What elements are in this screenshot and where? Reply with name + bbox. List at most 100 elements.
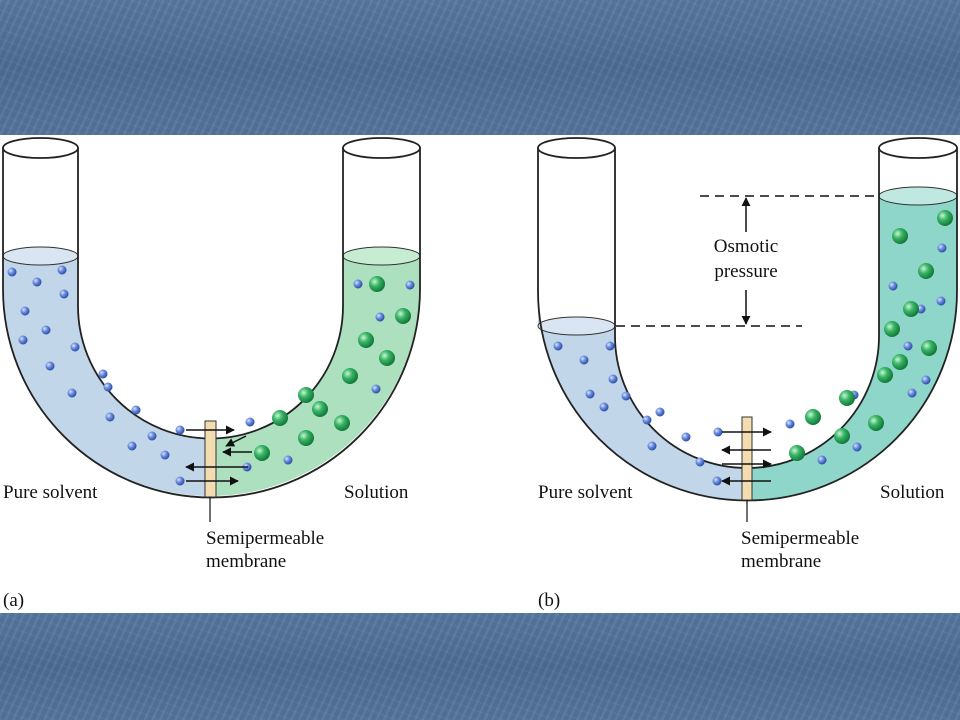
solvent-particle (59, 289, 69, 299)
solvent-particle (245, 417, 255, 427)
pure-solvent-label-b: Pure solvent (538, 482, 633, 503)
solvent-particle (621, 391, 631, 401)
solvent-particle (160, 450, 170, 460)
solvent-particle (713, 427, 723, 437)
membrane-label-b-line1: Semipermeable (741, 528, 859, 549)
osmotic-pressure-label-line2: pressure (714, 261, 777, 282)
solute-particle (369, 276, 385, 292)
solute-particle (892, 228, 908, 244)
solvent-particle (45, 361, 55, 371)
diagram-a: Pure solvent Solution Semipermeable memb… (2, 137, 421, 611)
solvent-particle (785, 419, 795, 429)
solvent-particle (903, 341, 913, 351)
membrane-b (741, 416, 753, 501)
solute-particle (395, 308, 411, 324)
solute-particles-a (254, 276, 411, 461)
membrane-label-a-line1: Semipermeable (206, 528, 324, 549)
solvent-particle (585, 389, 595, 399)
solvent-particle (105, 412, 115, 422)
solute-particle (298, 387, 314, 403)
solvent-particle (921, 375, 931, 385)
pure-solvent-label-a: Pure solvent (3, 482, 98, 503)
flow-arrows-a (185, 425, 252, 486)
solvent-particle (647, 441, 657, 451)
solvent-particle (936, 296, 946, 306)
top-background-band (0, 0, 960, 135)
solute-particle (805, 409, 821, 425)
solute-particle (892, 354, 908, 370)
solvent-particle (608, 374, 618, 384)
solvent-particle (7, 267, 17, 277)
solvent-surface-b (537, 316, 616, 336)
solvent-particle (70, 342, 80, 352)
solute-particle (358, 332, 374, 348)
membrane-a (204, 420, 217, 498)
solute-particle (868, 415, 884, 431)
solvent-particle (695, 457, 705, 467)
solvent-particles-a (7, 265, 415, 486)
solvent-particle (175, 476, 185, 486)
solute-particle (379, 350, 395, 366)
bottom-background-band (0, 613, 960, 720)
solvent-particle (41, 325, 51, 335)
solvent-particle (553, 341, 563, 351)
solvent-particle (18, 335, 28, 345)
solvent-particle (371, 384, 381, 394)
solute-particle (877, 367, 893, 383)
solute-particle (789, 445, 805, 461)
panel-label-b: (b) (538, 590, 560, 611)
solvent-particle (817, 455, 827, 465)
solvent-particle (681, 432, 691, 442)
solute-particle (937, 210, 953, 226)
solvent-surface-a (2, 246, 79, 266)
solute-particle (298, 430, 314, 446)
solvent-fill-a (3, 256, 210, 496)
solvent-particle (353, 279, 363, 289)
solution-surface-b (878, 186, 958, 206)
solute-particle (342, 368, 358, 384)
membrane-label-b-line2: membrane (741, 551, 821, 572)
solvent-particle (127, 441, 137, 451)
solute-particle (834, 428, 850, 444)
solvent-particle (175, 425, 185, 435)
solution-fill-a (210, 256, 420, 497)
solute-particle (334, 415, 350, 431)
osmotic-pressure-label-line1: Osmotic (714, 236, 778, 257)
solvent-particle (103, 382, 113, 392)
solvent-particle (147, 431, 157, 441)
solvent-particle (131, 405, 141, 415)
solvent-particle (852, 442, 862, 452)
solvent-particle (907, 388, 917, 398)
tube-rim-left-b (537, 137, 616, 159)
diagram-b: Osmotic pressure (537, 137, 958, 611)
flow-arrows-b (721, 427, 772, 486)
solution-label-b: Solution (880, 482, 945, 503)
membrane-label-a-line2: membrane (206, 551, 286, 572)
solvent-fill-b (538, 291, 747, 500)
solvent-particle (20, 306, 30, 316)
solvent-particle (57, 265, 67, 275)
solvent-particle (937, 243, 947, 253)
solvent-particle (579, 355, 589, 365)
solute-particle (921, 340, 937, 356)
solvent-particle (32, 277, 42, 287)
panel-label-a: (a) (3, 590, 24, 611)
solute-particle (272, 410, 288, 426)
solute-particle (254, 445, 270, 461)
solvent-particle (405, 280, 415, 290)
solute-particle (312, 401, 328, 417)
solvent-particle (67, 388, 77, 398)
solute-particle (884, 321, 900, 337)
solute-particles-b (789, 210, 953, 461)
solution-surface-a (342, 246, 421, 266)
solvent-particle (642, 415, 652, 425)
solvent-particle (655, 407, 665, 417)
tube-rim-right-b (878, 137, 958, 159)
solvent-particle (283, 455, 293, 465)
tube-rim-right-a (342, 137, 421, 159)
solute-particle (903, 301, 919, 317)
solvent-particle (599, 402, 609, 412)
solvent-particle (375, 312, 385, 322)
solute-particle (918, 263, 934, 279)
